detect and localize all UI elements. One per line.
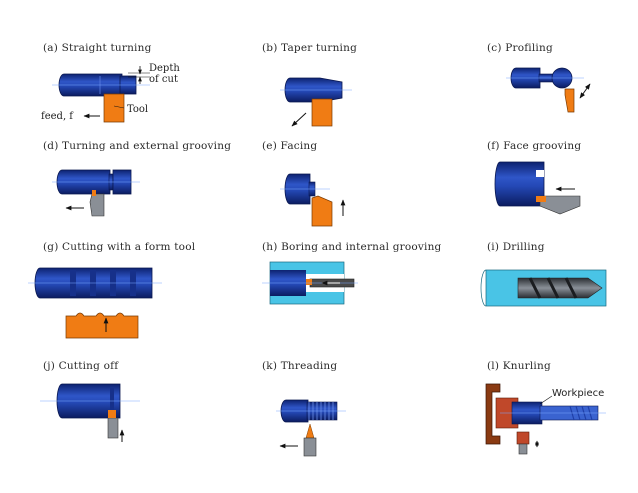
figure-taper-turning	[280, 77, 352, 127]
figure-threading	[276, 399, 346, 457]
caption-taper-turning: (b) Taper turning	[262, 42, 357, 54]
label-tool: Tool	[127, 104, 149, 115]
figure-cutting-off	[40, 383, 140, 442]
figure-drilling	[480, 269, 607, 307]
figure-facing	[280, 173, 346, 227]
figure-profiling	[506, 67, 591, 113]
caption-cutting-off: (j) Cutting off	[43, 360, 119, 372]
figure-boring	[262, 261, 358, 305]
caption-facing: (e) Facing	[262, 140, 318, 152]
caption-threading: (k) Threading	[262, 360, 338, 372]
caption-boring-internal-grooving: (h) Boring and internal grooving	[262, 241, 442, 253]
caption-form-tool: (g) Cutting with a form tool	[43, 241, 196, 253]
label-depth: Depth	[149, 63, 180, 74]
figure-knurling	[485, 383, 606, 455]
label-workpiece: Workpiece	[552, 388, 605, 399]
figure-turning-grooving	[52, 169, 140, 217]
figure-form-tool	[28, 267, 162, 339]
caption-profiling: (c) Profiling	[487, 42, 553, 54]
caption-knurling: (l) Knurling	[487, 360, 551, 372]
caption-straight-turning: (a) Straight turning	[43, 42, 152, 54]
figure-straight-turning	[52, 66, 150, 123]
figure-face-grooving	[494, 161, 581, 215]
label-feed: feed, f	[41, 111, 73, 122]
caption-face-grooving: (f) Face grooving	[487, 140, 582, 152]
caption-turning-external-grooving: (d) Turning and external grooving	[43, 140, 232, 152]
caption-drilling: (i) Drilling	[487, 241, 545, 253]
label-of-cut: of cut	[149, 74, 178, 85]
